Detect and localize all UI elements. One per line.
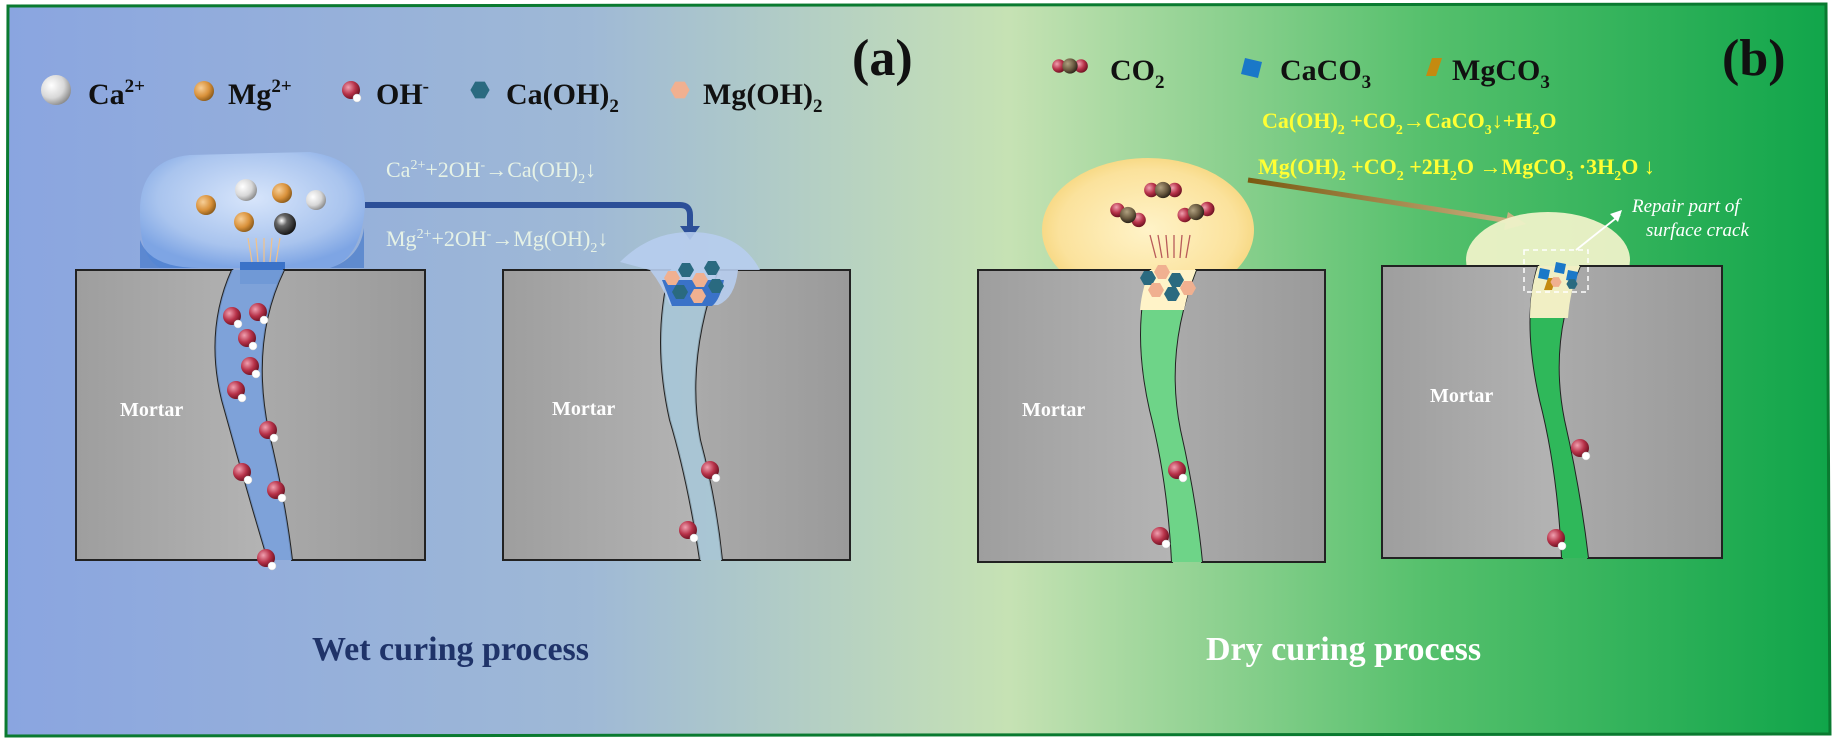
background-panel: [4, 2, 1832, 738]
panel-a-label: (a): [852, 30, 913, 87]
panel-b-label: (b): [1722, 30, 1786, 87]
mortar-label-b2: Mortar: [1430, 385, 1493, 407]
reaction-b-2: Mg(OH)2 +CO2 +2H2O →MgCO3 ·3H2O ↓: [1258, 154, 1655, 184]
mortar-block-a2: Mortar: [502, 232, 851, 561]
ion-cluster-a: [196, 179, 326, 263]
repair-annotation-line1: Repair part of: [1631, 196, 1742, 217]
reaction-a-2: Mg2++2OH-→Mg(OH)2↓: [386, 226, 608, 256]
reaction-b-1: Ca(OH)2 +CO2→CaCO3↓+H2O: [1262, 108, 1556, 138]
repair-highlight-box: [1523, 249, 1589, 293]
caco3-square-icon: [1241, 58, 1262, 78]
legend-mgco3-label: MgCO3: [1452, 54, 1550, 93]
mg-ion-icon: [194, 81, 214, 101]
annotation-arrow: [1575, 210, 1622, 251]
legend-mg-label: Mg2+: [228, 76, 292, 111]
co2-molecule-icon: [1052, 58, 1088, 74]
mortar-label-a2: Mortar: [552, 398, 615, 420]
legend-caoh2-label: Ca(OH)2: [506, 78, 619, 117]
legend-caco3-label: CaCO3: [1280, 54, 1371, 93]
mortar-block-b1: Mortar: [977, 269, 1326, 563]
mortar-block-b2: Mortar: [1381, 265, 1723, 559]
mgco3-rhombus-icon: [1426, 58, 1442, 76]
co2-atmosphere-bubble: [1042, 158, 1254, 302]
legend-oh-label: OH-: [376, 76, 429, 111]
panel-b-title: Dry curing process: [1206, 631, 1481, 668]
co2-molecules-cluster: [1107, 181, 1217, 259]
legend-mgoh2-label: Mg(OH)2: [703, 78, 822, 117]
ca-ion-icon: [41, 75, 71, 105]
carbonate-cluster-b2: [1538, 262, 1578, 290]
reaction-a-1: Ca2++2OH-→Ca(OH)2↓: [386, 157, 596, 187]
legend-b: CO2 CaCO3 MgCO3: [1052, 54, 1550, 93]
legend-a: Ca2+ Mg2+ OH- Ca(OH)2 Mg(OH)2: [41, 75, 822, 117]
mortar-label-a1: Mortar: [120, 399, 183, 421]
legend-co2-label: CO2: [1110, 54, 1165, 93]
mortar-label-b1: Mortar: [1022, 399, 1085, 421]
repair-annotation-line2: surface crack: [1646, 220, 1749, 241]
panel-a-title: Wet curing process: [312, 631, 589, 668]
legend-ca-label: Ca2+: [88, 76, 145, 111]
